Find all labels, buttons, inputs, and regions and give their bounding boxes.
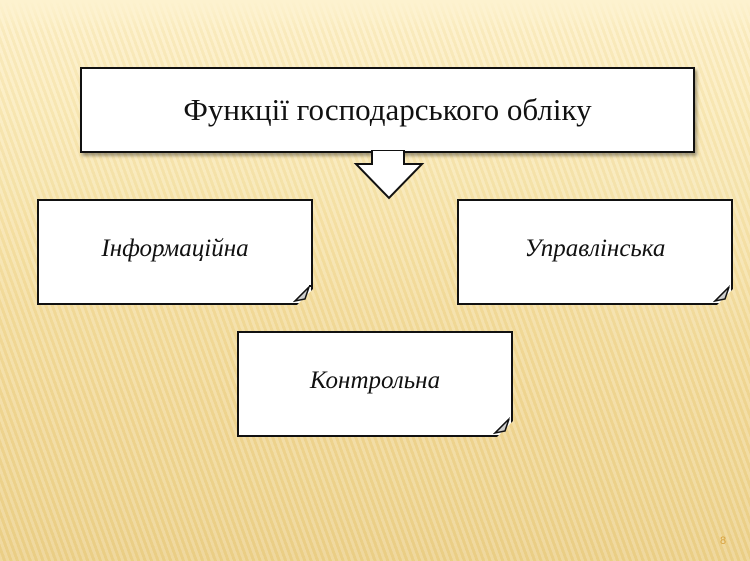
node-label: Контрольна bbox=[309, 367, 441, 394]
page-curl-icon bbox=[493, 417, 510, 435]
node-informational: Інформаційна bbox=[37, 199, 317, 309]
page-curl-icon bbox=[293, 285, 311, 303]
node-control: Контрольна bbox=[237, 331, 517, 441]
root-node-title: Функції господарського обліку bbox=[183, 92, 592, 127]
node-label: Управлінська bbox=[524, 235, 666, 262]
node-managerial: Управлінська bbox=[457, 199, 737, 309]
slide-page-number: 8 bbox=[720, 535, 727, 547]
down-arrow-icon bbox=[353, 150, 425, 200]
background-band bbox=[0, 0, 750, 32]
node-label: Інформаційна bbox=[101, 235, 249, 262]
root-node-box: Функції господарського обліку bbox=[80, 67, 695, 153]
page-curl-icon bbox=[713, 285, 730, 303]
